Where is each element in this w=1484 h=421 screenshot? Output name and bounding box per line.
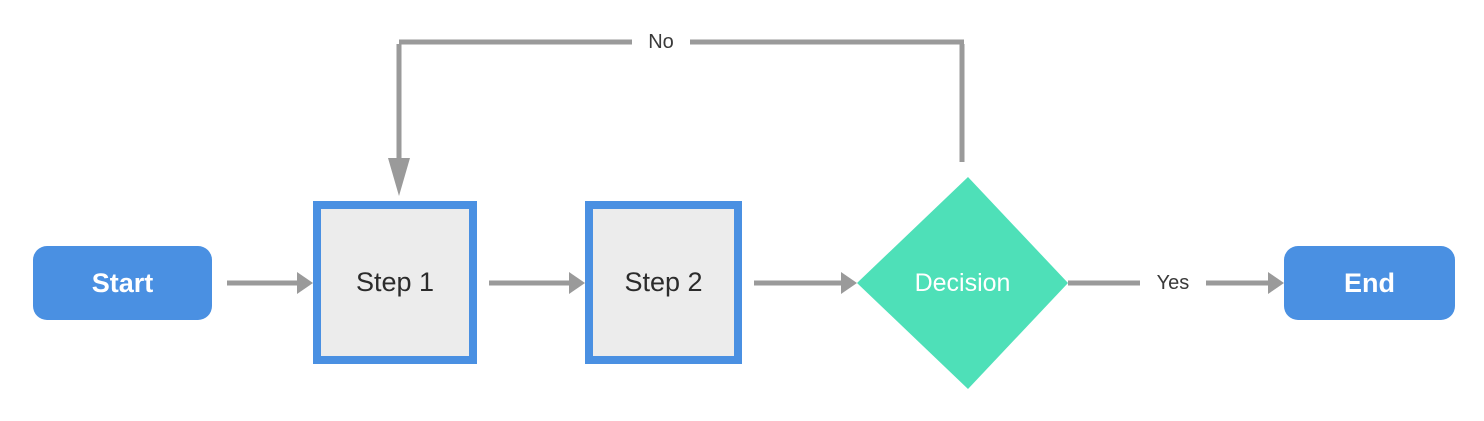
edge-step1-to-step2 — [489, 272, 585, 294]
arrowhead-icon — [569, 272, 585, 294]
arrowhead-icon — [841, 272, 857, 294]
arrowhead-icon — [388, 158, 410, 196]
edge-start-to-step1 — [227, 272, 313, 294]
node-step1[interactable] — [313, 201, 477, 364]
node-end[interactable] — [1284, 246, 1455, 320]
arrowhead-icon — [297, 272, 313, 294]
node-decision[interactable] — [857, 177, 1068, 389]
edge-decision-to-end — [1068, 272, 1284, 294]
edge-step2-to-decision — [754, 272, 857, 294]
arrowhead-icon — [1268, 272, 1284, 294]
node-step2[interactable] — [585, 201, 742, 364]
node-start[interactable] — [33, 246, 212, 320]
edge-decision-to-step1 — [388, 39, 965, 196]
